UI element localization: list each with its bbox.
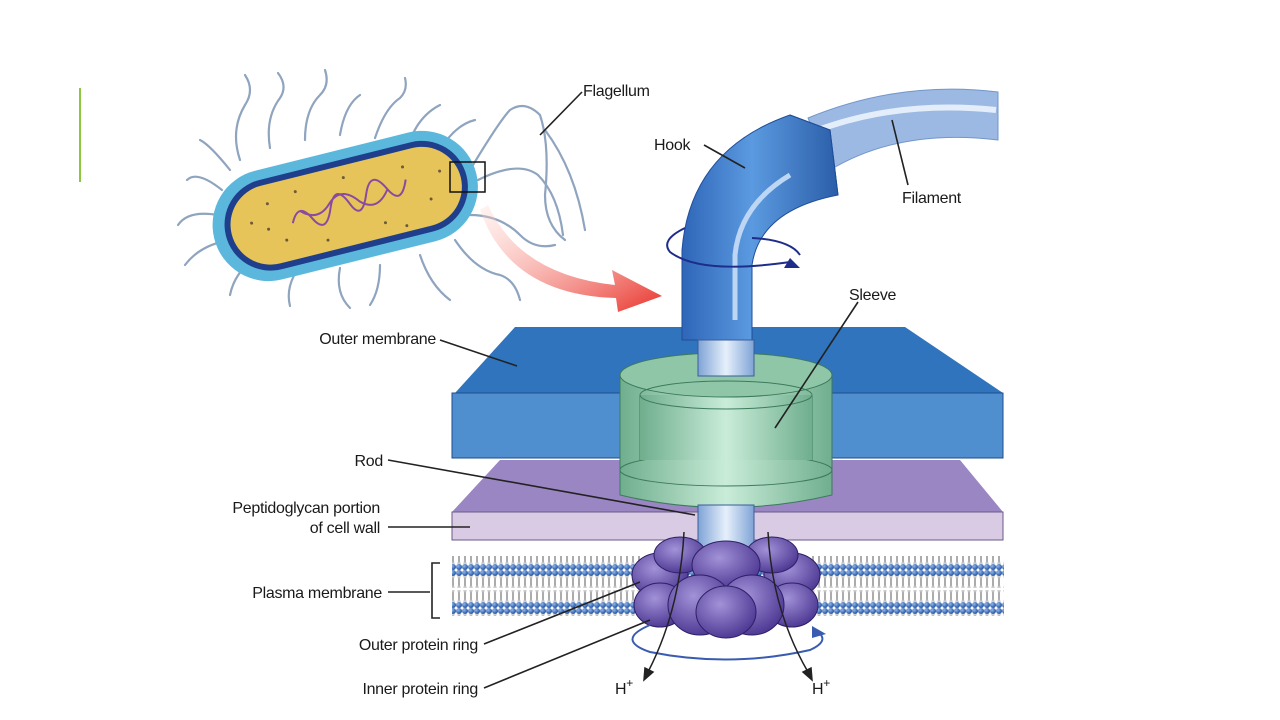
- label-sleeve: Sleeve: [849, 287, 897, 304]
- bacterium-illustration: [176, 68, 587, 310]
- label-hook: Hook: [654, 137, 691, 154]
- label-peptidoglycan-line2: of cell wall: [310, 520, 380, 537]
- protein-rings: [631, 536, 821, 639]
- label-plasma-membrane: Plasma membrane: [252, 585, 382, 602]
- label-peptidoglycan-line1: Peptidoglycan portion: [232, 500, 380, 517]
- proton-flow-arrows: [643, 531, 813, 682]
- rotation-arrow-top: [666, 227, 801, 268]
- accent-line: [79, 88, 81, 182]
- label-rod: Rod: [355, 453, 383, 470]
- label-inner-protein-ring: Inner protein ring: [362, 681, 478, 698]
- label-proton-right: H+: [812, 676, 830, 698]
- label-outer-protein-ring: Outer protein ring: [359, 637, 478, 654]
- magnify-arrow: [480, 205, 662, 312]
- hook: [681, 114, 839, 341]
- leader-lines: [387, 91, 909, 689]
- zoom-region-box: [449, 161, 486, 193]
- label-filament: Filament: [902, 190, 962, 207]
- rod-upper: [697, 339, 755, 377]
- filament: [807, 88, 999, 171]
- label-proton-left: H+: [615, 676, 633, 698]
- sleeve: [619, 352, 833, 508]
- label-flagellum: Flagellum: [583, 83, 650, 100]
- rotation-arrow-bottom: [631, 624, 826, 661]
- label-outer-membrane: Outer membrane: [319, 331, 436, 348]
